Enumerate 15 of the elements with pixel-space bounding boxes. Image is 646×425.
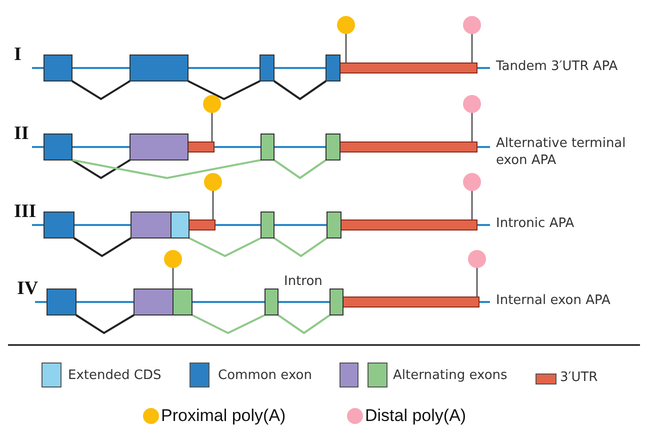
legend-label: Proximal poly(A) [161, 405, 286, 425]
legend-label: Common exon [218, 368, 312, 384]
row-numeral: I [14, 47, 22, 63]
row-label: Intronic APA [496, 216, 574, 232]
row-numeral: II [14, 126, 29, 142]
legend-label: Extended CDS [68, 368, 162, 384]
row-numeral: IV [17, 281, 38, 297]
legend-label: Distal poly(A) [365, 405, 466, 425]
legend-label: 3′UTR [560, 370, 598, 386]
row-label: Alternative terminal exon APA [496, 135, 627, 169]
intron-label: Intron [284, 274, 322, 290]
row-label: Internal exon APA [496, 293, 610, 309]
row-numeral: III [14, 204, 36, 220]
legend-label: Alternating exons [393, 368, 508, 384]
row-label: Tandem 3′UTR APA [496, 59, 618, 75]
